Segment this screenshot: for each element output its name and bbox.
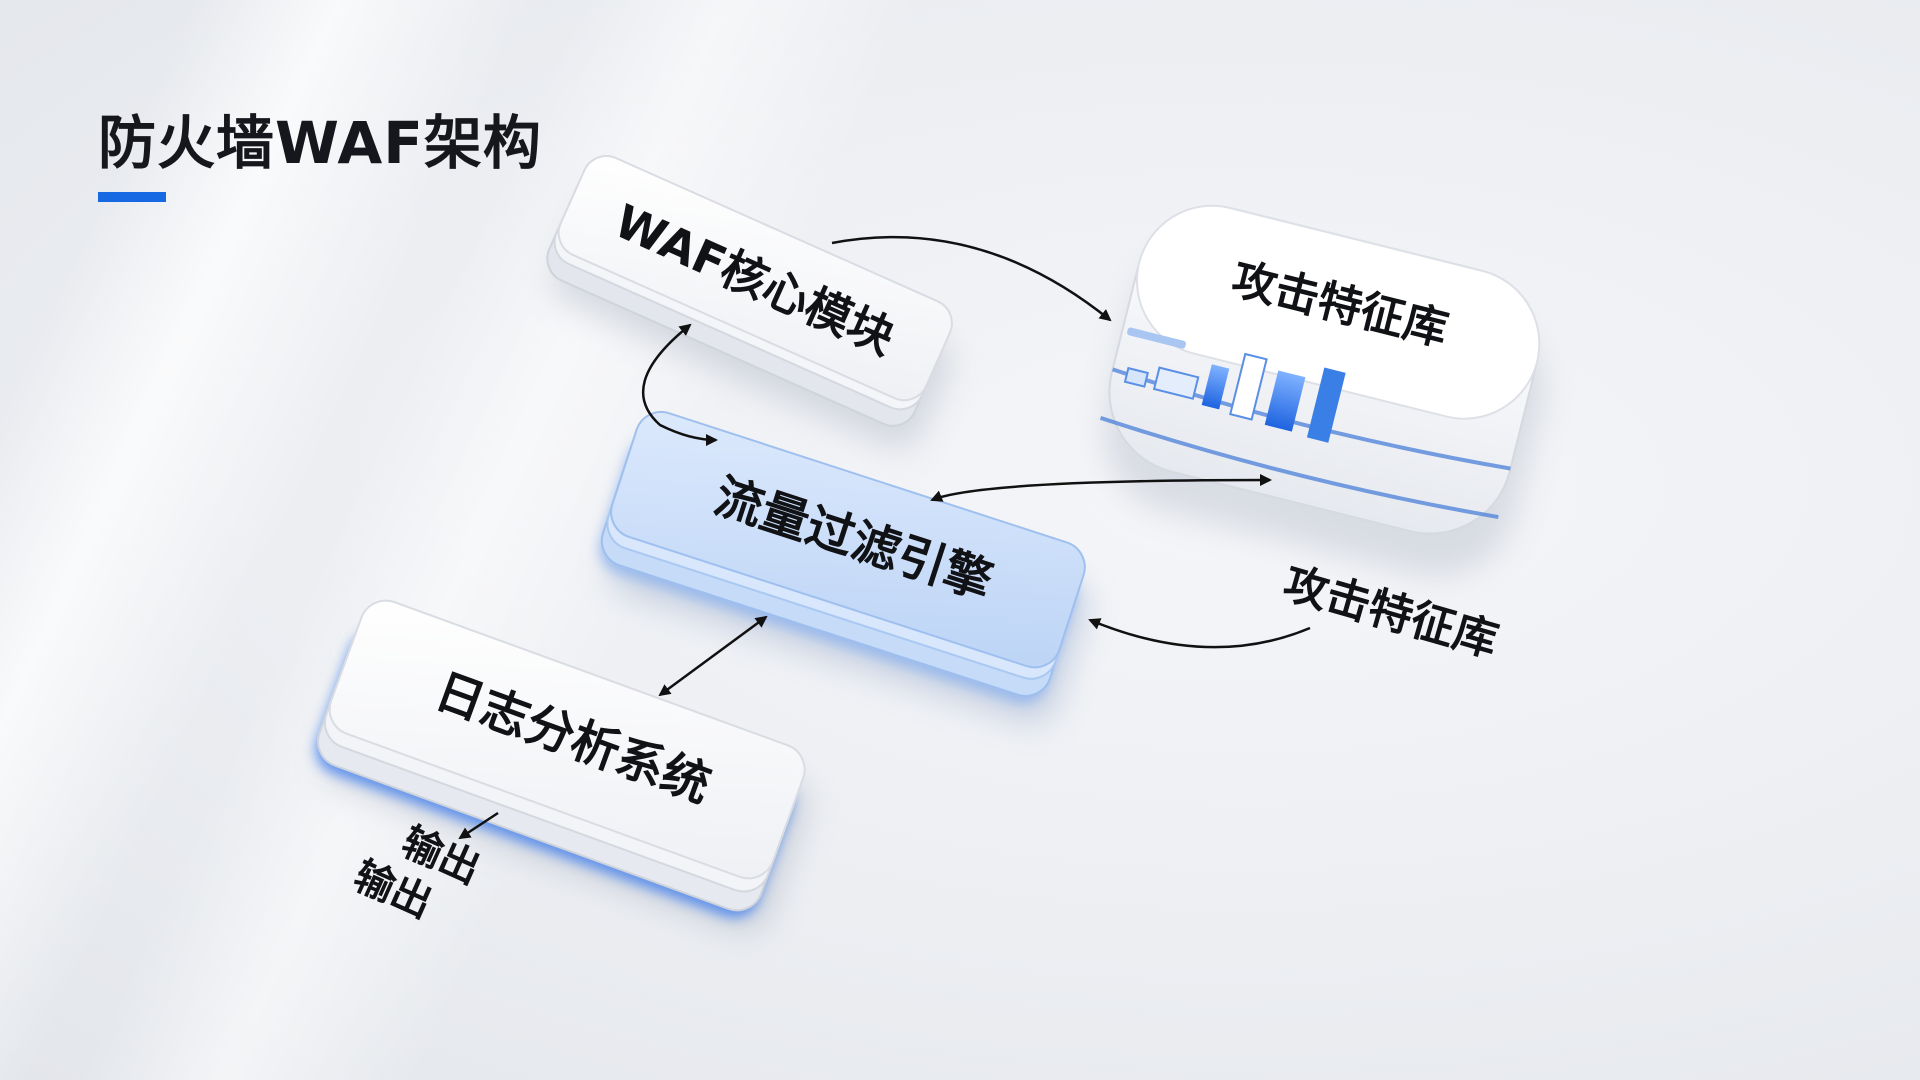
traffic-engine-node: 流量过滤引擎 (599, 411, 1089, 725)
connector-waf-to-signature-db (831, 235, 1112, 322)
connector-log-to-output (458, 811, 499, 840)
log-system-node: 日志分析系统 (315, 599, 808, 933)
connector-engine-log-system (658, 615, 768, 697)
connector-signature-label-to-engine (1088, 618, 1311, 649)
signature-db-bars (1123, 352, 1346, 443)
page-title: 防火墙WAF架构 (98, 109, 542, 177)
connector-engine-signature-db (930, 474, 1272, 502)
connector-waf-engine (642, 323, 718, 446)
signature-db-node: 攻击特征库 (1099, 204, 1544, 577)
title-accent-bar (98, 192, 166, 202)
waf-core-node: WAF核心模块 (546, 155, 953, 448)
signature-db-annotation: 攻击特征库 (1278, 558, 1504, 668)
